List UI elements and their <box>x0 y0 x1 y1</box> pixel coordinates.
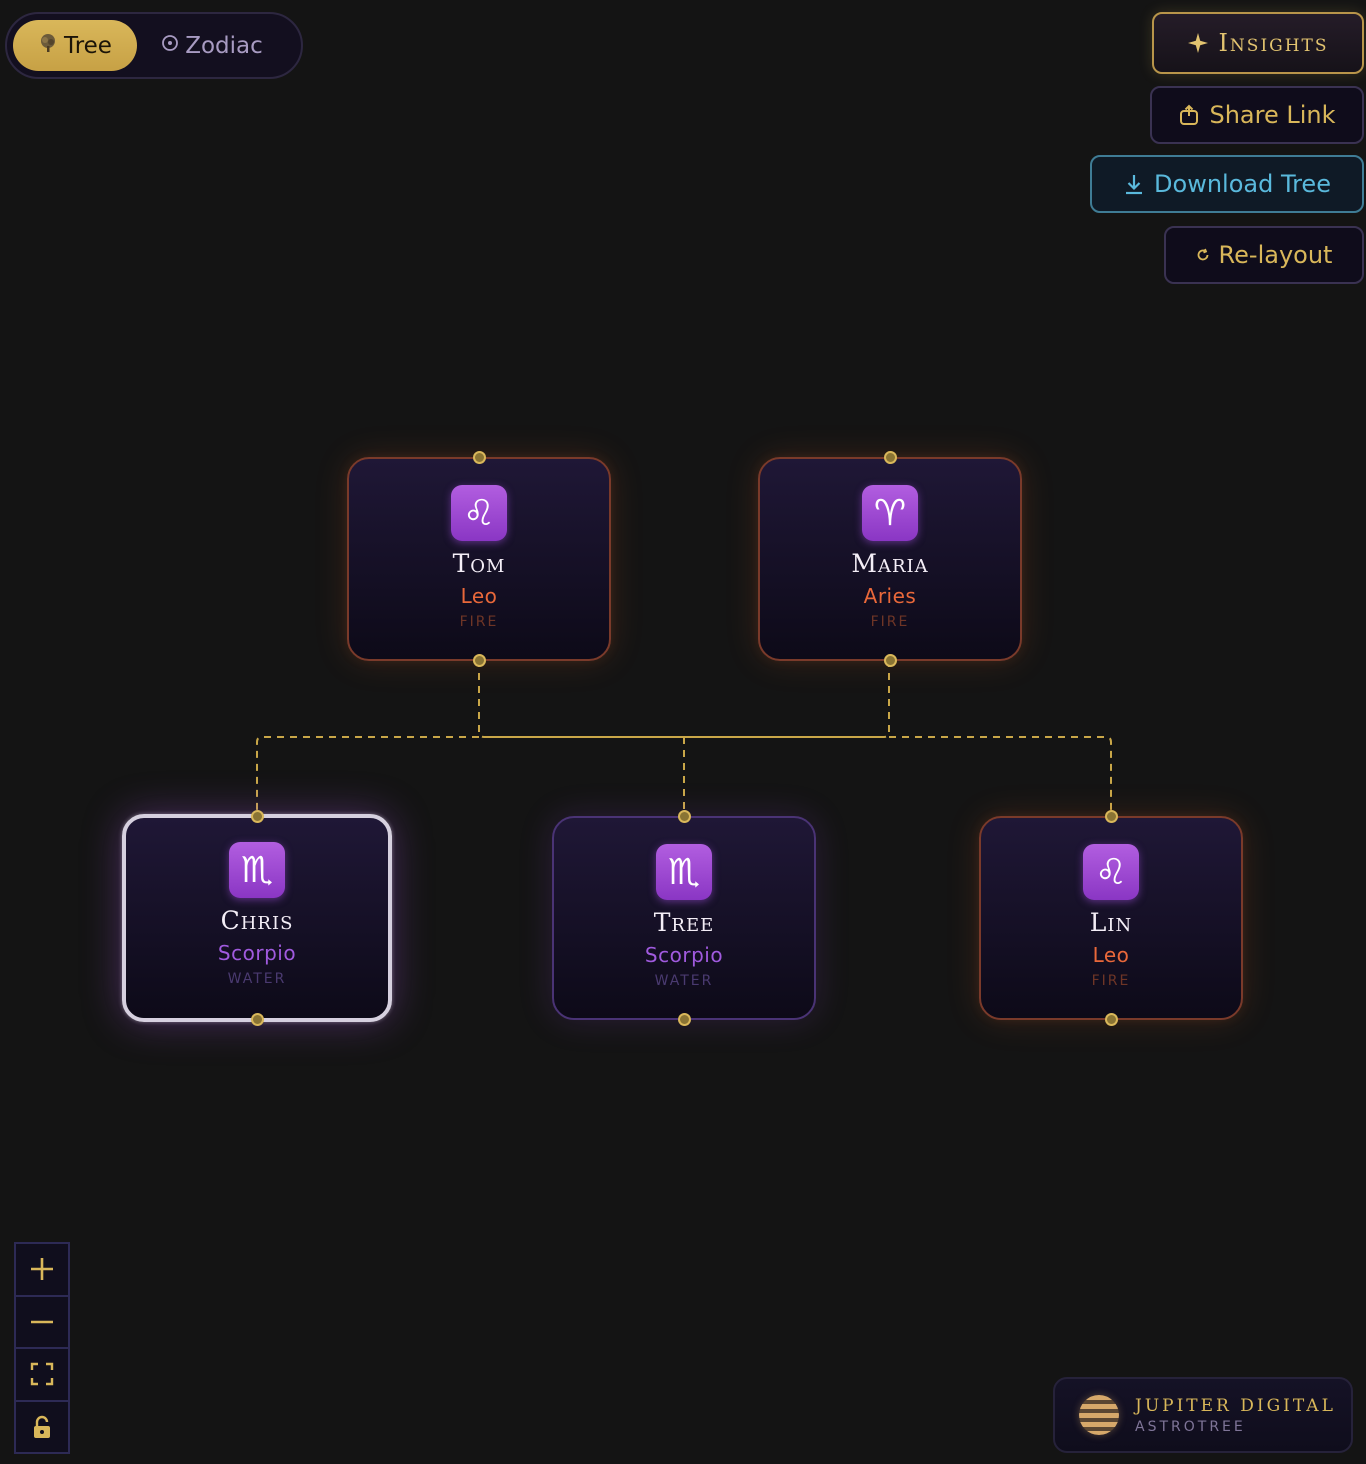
branding-badge: JUPITER DIGITAL ASTROTREE <box>1053 1377 1353 1453</box>
share-icon <box>1178 104 1200 126</box>
lock-icon <box>34 1415 50 1438</box>
insights-button[interactable]: Insights <box>1152 12 1364 74</box>
download-label: Download Tree <box>1154 170 1331 198</box>
tree-icon <box>38 33 58 58</box>
tab-tree[interactable]: Tree <box>13 20 137 71</box>
zodiac-sign: Scorpio <box>644 943 724 967</box>
brand-subtitle: ASTROTREE <box>1135 1418 1246 1435</box>
element-label: FIRE <box>1091 973 1131 989</box>
leo-icon: ♌ <box>1083 844 1139 900</box>
person-name: Tree <box>653 908 715 937</box>
element-label: FIRE <box>459 614 499 630</box>
element-label: FIRE <box>870 614 910 630</box>
person-node-lin[interactable]: ♌ Lin Leo FIRE <box>979 810 1243 1026</box>
person-name: Maria <box>851 549 929 578</box>
connection-handle[interactable] <box>250 1013 264 1026</box>
person-name: Lin <box>1089 908 1133 937</box>
zoom-in-icon <box>31 1258 53 1281</box>
connection-handle[interactable] <box>472 451 486 464</box>
element-label: WATER <box>654 973 714 989</box>
leo-icon: ♌ <box>451 485 507 541</box>
insights-label: Insights <box>1218 29 1329 57</box>
jupiter-logo-icon <box>1079 1395 1119 1435</box>
person-name: Tom <box>452 549 506 578</box>
edge-to-chris <box>256 736 479 816</box>
zodiac-sign: Scorpio <box>217 941 297 965</box>
brand-title: JUPITER DIGITAL <box>1135 1395 1336 1416</box>
zoom-out-icon <box>31 1320 53 1324</box>
person-node-maria[interactable]: ♈ Maria Aries FIRE <box>758 451 1022 667</box>
edge-tom-down <box>478 660 485 738</box>
tab-zodiac[interactable]: Zodiac <box>137 20 287 71</box>
tab-zodiac-label: Zodiac <box>185 32 263 59</box>
download-icon <box>1123 173 1145 195</box>
zodiac-sign: Leo <box>1092 943 1130 967</box>
relayout-label: Re-layout <box>1218 241 1333 269</box>
share-label: Share Link <box>1209 101 1336 129</box>
view-toggle: Tree Zodiac <box>5 12 303 79</box>
share-link-button[interactable]: Share Link <box>1150 86 1364 144</box>
relayout-button[interactable]: Re-layout <box>1164 226 1364 284</box>
person-name: Chris <box>220 906 294 935</box>
refresh-icon <box>1196 248 1210 262</box>
scorpio-icon: ♏ <box>656 844 712 900</box>
connection-handle[interactable] <box>883 451 897 464</box>
connection-handle[interactable] <box>1104 1013 1118 1026</box>
person-node-tom[interactable]: ♌ Tom Leo FIRE <box>347 451 611 667</box>
zodiac-sign: Aries <box>863 584 917 608</box>
connection-handle[interactable] <box>677 1013 691 1026</box>
target-icon <box>161 34 179 57</box>
connection-handle[interactable] <box>472 654 486 667</box>
connection-handle[interactable] <box>677 810 691 823</box>
fit-view-icon <box>30 1363 54 1386</box>
download-tree-button[interactable]: Download Tree <box>1090 155 1364 213</box>
person-node-tree[interactable]: ♏ Tree Scorpio WATER <box>552 810 816 1026</box>
zoom-controls <box>14 1242 70 1454</box>
connection-handle[interactable] <box>250 810 264 823</box>
edge-maria-down <box>883 660 890 738</box>
element-label: WATER <box>227 971 287 987</box>
connection-handle[interactable] <box>883 654 897 667</box>
scorpio-icon: ♏ <box>229 842 285 898</box>
sparkle-icon <box>1187 32 1209 54</box>
tab-tree-label: Tree <box>64 32 112 59</box>
zoom-in-button[interactable] <box>16 1244 68 1297</box>
connection-handle[interactable] <box>1104 810 1118 823</box>
edge-to-lin <box>889 736 1112 816</box>
lock-button[interactable] <box>16 1402 68 1453</box>
person-node-chris[interactable]: ♏ Chris Scorpio WATER <box>122 810 392 1026</box>
aries-icon: ♈ <box>862 485 918 541</box>
zoom-out-button[interactable] <box>16 1297 68 1349</box>
zodiac-sign: Leo <box>460 584 498 608</box>
fit-view-button[interactable] <box>16 1349 68 1402</box>
